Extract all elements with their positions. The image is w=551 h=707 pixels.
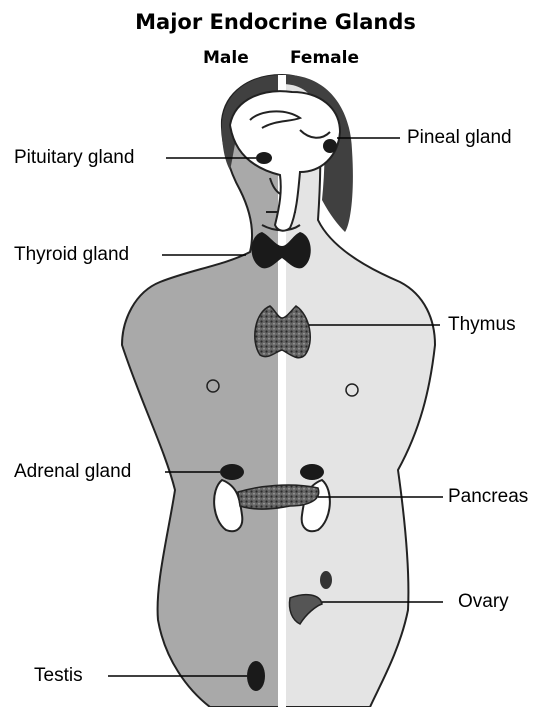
pineal-label: Pineal gland [407, 128, 512, 147]
ovary-shape [320, 571, 332, 589]
thyroid-label: Thyroid gland [14, 245, 129, 264]
pineal-gland-shape [323, 139, 337, 153]
pituitary-gland-shape [256, 152, 272, 164]
pancreas-label: Pancreas [448, 487, 528, 506]
testis-shape [247, 661, 265, 691]
ovary-label: Ovary [458, 592, 509, 611]
left-adrenal-shape [220, 464, 244, 480]
adrenal-label: Adrenal gland [14, 462, 131, 481]
testis-label: Testis [34, 666, 83, 685]
thymus-label: Thymus [448, 315, 516, 334]
pituitary-label: Pituitary gland [14, 148, 134, 167]
male-body-half [122, 75, 282, 707]
right-adrenal-shape [300, 464, 324, 480]
